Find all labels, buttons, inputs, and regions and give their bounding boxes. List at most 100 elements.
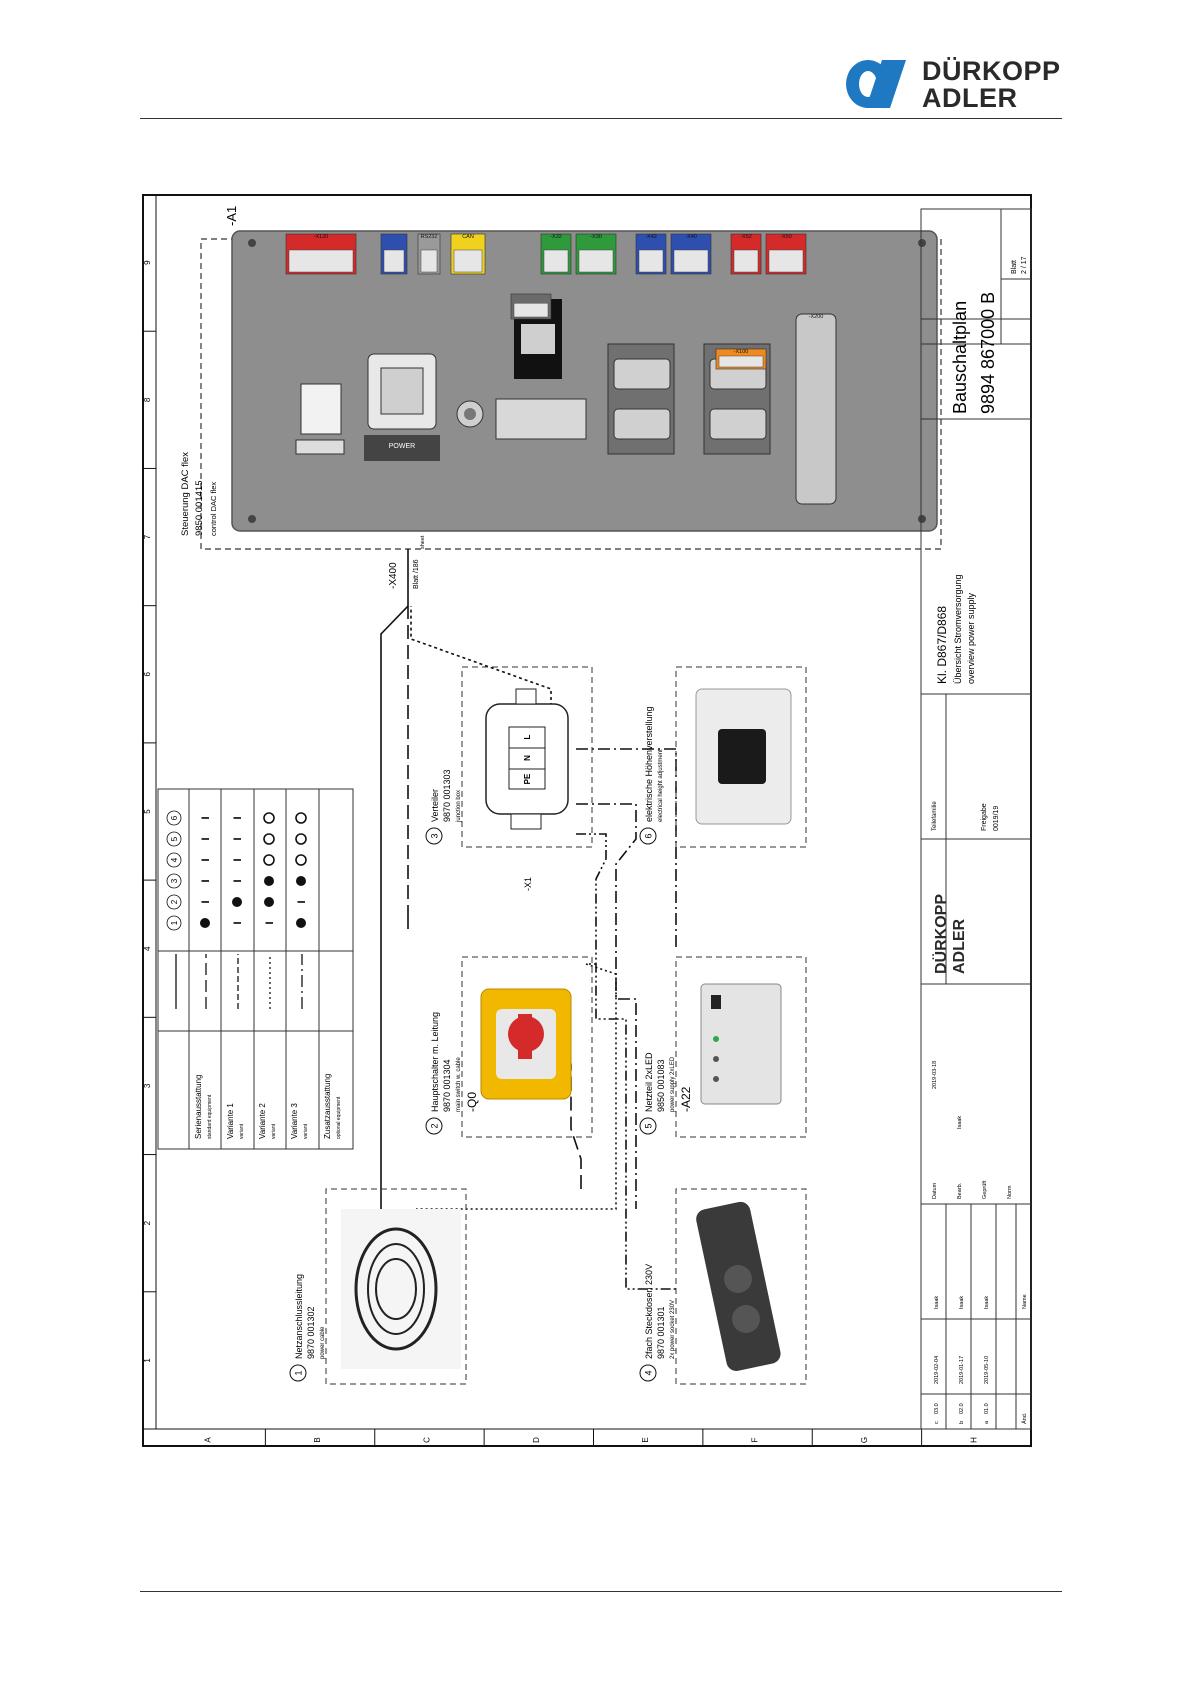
row-marker: B bbox=[313, 1437, 322, 1442]
component-number-circle bbox=[425, 827, 443, 845]
legend-cell-bar: I bbox=[200, 879, 212, 882]
legend-header: 5 bbox=[170, 836, 179, 841]
column-marker: 6 bbox=[143, 672, 152, 677]
title-de: Übersicht Stromversorgung bbox=[953, 574, 963, 684]
component-ref: -Q0 bbox=[465, 1092, 479, 1112]
legend-row-label: Zusatzausstattung bbox=[323, 1074, 332, 1139]
component-name: Netzteil 2xLED bbox=[644, 1052, 654, 1112]
title-class: Kl. D867/D868 bbox=[935, 606, 949, 684]
column-marker: 4 bbox=[143, 946, 152, 951]
legend-row-sub: standard equipment bbox=[207, 1094, 213, 1139]
controller-port-label: -X40 bbox=[685, 234, 697, 240]
datum-value: 2019-03-18 bbox=[932, 1061, 938, 1089]
controller-subtitle: control DAC flex bbox=[209, 482, 218, 536]
controller-port-label: -X50 bbox=[780, 234, 792, 240]
header-rule bbox=[140, 118, 1062, 119]
brand-logo: DÜRKOPP ADLER bbox=[842, 56, 1062, 113]
connector-sheet-ref: Blatt /186 bbox=[413, 559, 420, 589]
datum-label: Datum bbox=[932, 1182, 938, 1199]
legend-cell-empty bbox=[295, 854, 307, 866]
release-value: 0019/19 bbox=[993, 806, 1000, 831]
component-number: 2 bbox=[430, 1123, 440, 1128]
legend-cell-bar: I bbox=[232, 816, 244, 819]
legend-header: 2 bbox=[170, 899, 179, 904]
legend-cell-filled bbox=[296, 876, 306, 886]
column-marker: 9 bbox=[143, 260, 152, 265]
legend-header-circle bbox=[166, 810, 182, 826]
column-marker: 7 bbox=[143, 534, 152, 539]
title-en: overview power supply bbox=[966, 592, 976, 684]
revision-name: Isaak bbox=[959, 1296, 965, 1309]
revision-date: 2019-02-04 bbox=[934, 1356, 940, 1384]
legend-cell-bar: I bbox=[232, 837, 244, 840]
revision-date: 2019-05-10 bbox=[984, 1356, 990, 1384]
norm-label: Norm bbox=[1007, 1185, 1013, 1199]
legend-row-label: Variante 1 bbox=[226, 1103, 235, 1139]
doc-type: Bauschaltplan bbox=[950, 301, 970, 414]
legend-table bbox=[157, 788, 354, 1150]
legend-cell-bar: I bbox=[232, 858, 244, 861]
legend-header-circle bbox=[166, 873, 182, 889]
legend-header: 1 bbox=[170, 920, 179, 925]
controller-port-label: CAN bbox=[462, 234, 474, 240]
revision-letter: a bbox=[984, 1420, 990, 1424]
legend-row-sub: variant bbox=[271, 1123, 277, 1139]
controller-port-label: -X200 bbox=[809, 314, 824, 320]
legend-cell-filled bbox=[232, 897, 242, 907]
column-marker: 8 bbox=[143, 397, 152, 402]
controller-port-label: -X42 bbox=[645, 234, 657, 240]
legend-cell-bar: I bbox=[232, 921, 244, 924]
name-label: Name bbox=[1022, 1294, 1028, 1309]
junction-terminal-label: PE bbox=[523, 773, 532, 784]
component-number: 5 bbox=[644, 1123, 654, 1128]
controller-title: Steuerung DAC flex bbox=[180, 452, 191, 536]
row-marker: F bbox=[751, 1437, 760, 1442]
component-number-circle bbox=[639, 1364, 657, 1382]
component-name: Verteiler bbox=[430, 789, 440, 822]
component-name: 2fach Steckdosen 230V bbox=[644, 1264, 654, 1359]
component-2-box bbox=[461, 956, 593, 1138]
component-part: 9850 001083 bbox=[656, 1059, 666, 1112]
legend-cell-empty bbox=[263, 833, 275, 845]
gepr-label: Geprüft bbox=[982, 1180, 988, 1199]
controller-port-label: -X120 bbox=[314, 234, 329, 240]
legend-header: 6 bbox=[170, 815, 179, 820]
bearb-label: Bearb. bbox=[957, 1182, 963, 1199]
legend-header-circle bbox=[166, 894, 182, 910]
legend-cell-bar: I bbox=[200, 858, 212, 861]
column-marker: 2 bbox=[143, 1220, 152, 1225]
component-number-circle bbox=[425, 1117, 443, 1135]
component-sub: power supply 2xLED bbox=[670, 1056, 676, 1112]
aend-label: Änd. bbox=[1021, 1412, 1028, 1424]
component-name: Hauptschalter m. Leitung bbox=[430, 1012, 440, 1112]
controller-port-label: -X30 bbox=[590, 234, 602, 240]
component-sub: main switch w. cable bbox=[456, 1057, 462, 1112]
legend-row-sub: variant bbox=[303, 1123, 309, 1139]
controller-dsub-large bbox=[795, 313, 837, 505]
component-name: Netzanschlussleitung bbox=[294, 1274, 304, 1359]
legend-header: 3 bbox=[170, 878, 179, 883]
component-6-box bbox=[675, 666, 807, 848]
revision-id: 02.0 bbox=[959, 1403, 965, 1414]
component-number: 6 bbox=[644, 833, 654, 838]
component-number-circle bbox=[289, 1364, 307, 1382]
legend-cell-empty bbox=[263, 812, 275, 824]
legend-cell-empty bbox=[295, 833, 307, 845]
legend-cell-bar: I bbox=[200, 837, 212, 840]
controller-port-label: -X100 bbox=[734, 349, 749, 355]
component-number: 1 bbox=[294, 1370, 304, 1375]
revision-id: 01.0 bbox=[984, 1403, 990, 1414]
component-ref: -X1 bbox=[523, 877, 533, 891]
component-number-circle bbox=[639, 1117, 657, 1135]
controller-power-switch bbox=[300, 383, 342, 435]
revision-letter: b bbox=[959, 1421, 965, 1424]
component-1-box bbox=[325, 1188, 467, 1385]
row-marker: H bbox=[969, 1437, 978, 1443]
legend-cell-empty bbox=[263, 854, 275, 866]
